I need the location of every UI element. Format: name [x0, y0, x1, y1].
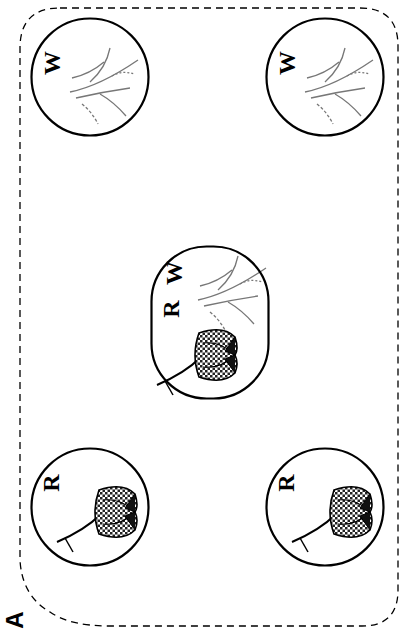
population-circle: W: [265, 17, 385, 137]
population-circle: R: [265, 447, 385, 567]
panel-label: A: [3, 611, 27, 628]
population-letter: R: [159, 300, 183, 317]
outline: [30, 447, 150, 567]
population-letter: R: [274, 474, 298, 491]
population-circle: R: [30, 447, 150, 567]
population-letter: R: [39, 474, 63, 491]
population-letter: W: [275, 51, 299, 75]
outline: [30, 17, 150, 137]
outline: [265, 447, 385, 567]
population-circle: W: [30, 17, 150, 137]
outline: [265, 17, 385, 137]
population-oval: RW: [150, 245, 270, 400]
population-letter: W: [162, 261, 186, 285]
population-letter: W: [40, 51, 64, 75]
